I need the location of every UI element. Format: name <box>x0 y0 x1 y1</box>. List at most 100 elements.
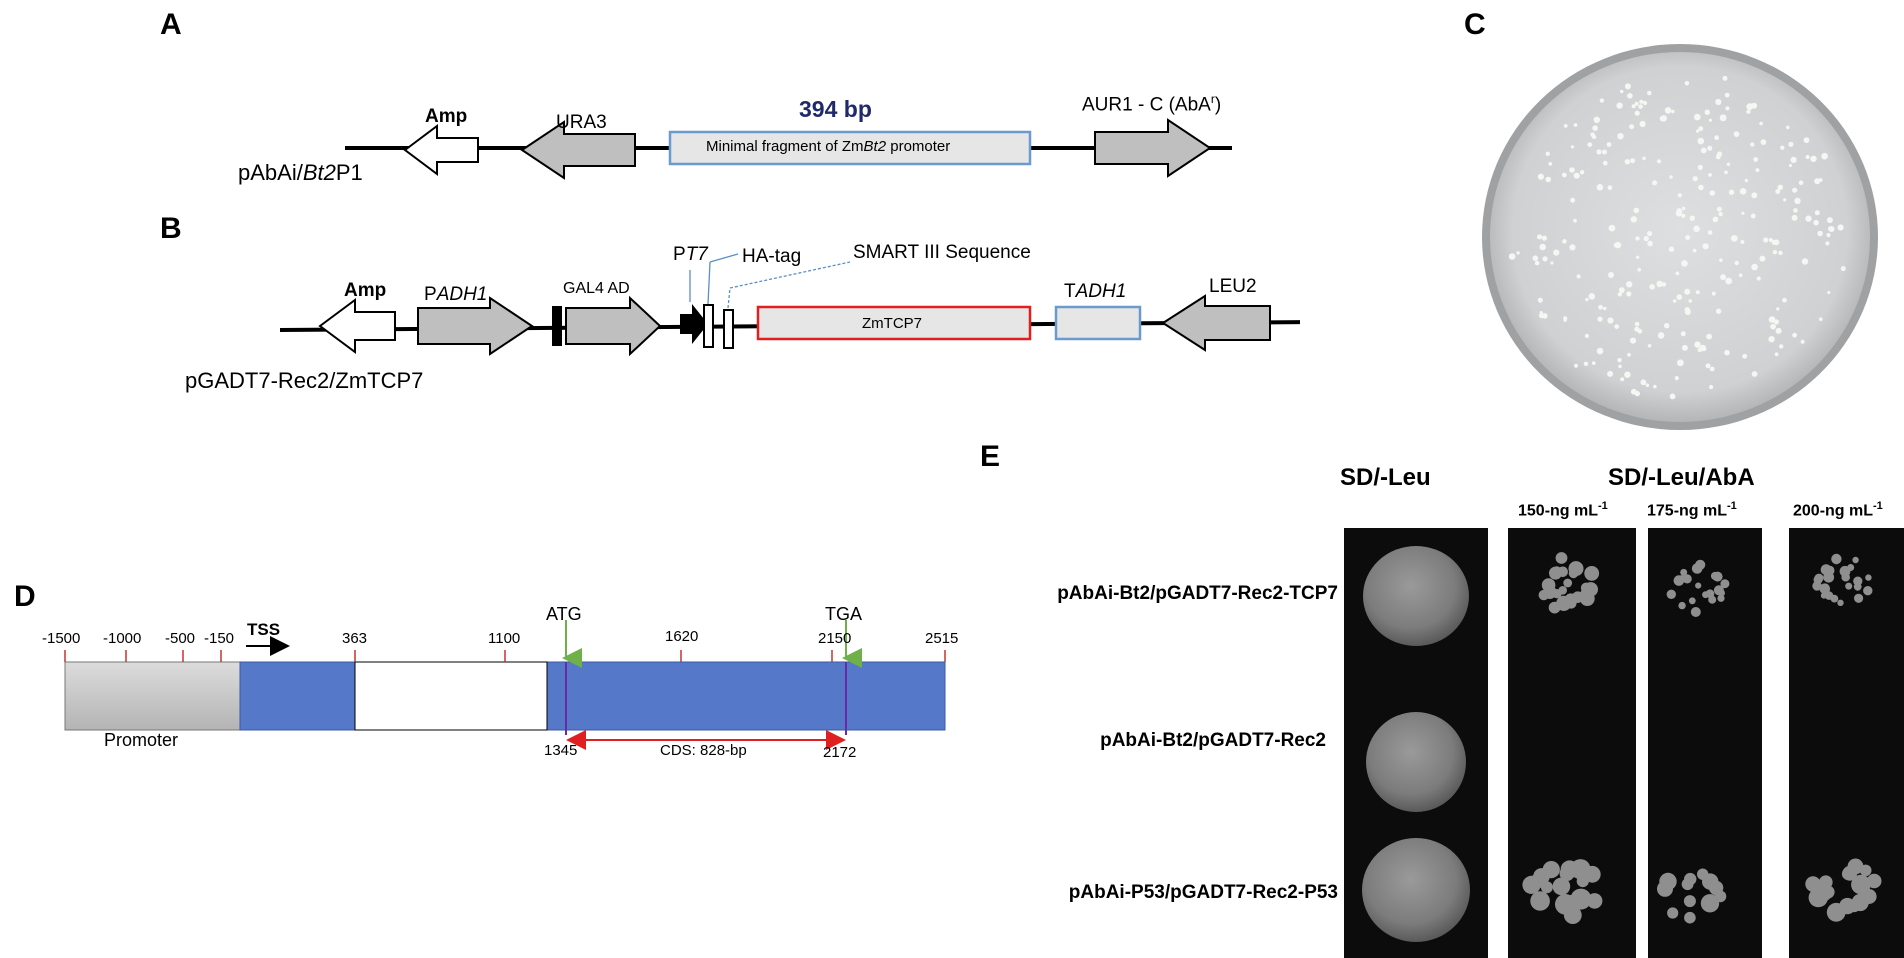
petri-colony <box>1692 176 1698 182</box>
yeast-colony <box>1854 593 1864 603</box>
plasmid-b-smart-leader <box>727 287 731 309</box>
petri-colony <box>1629 124 1635 130</box>
petri-colony <box>1709 384 1714 390</box>
yeast-colony <box>1680 568 1688 576</box>
petri-colony <box>1624 83 1631 90</box>
petri-colony <box>1573 218 1577 223</box>
plasmid-b-hatag-leader <box>707 261 711 305</box>
petri-colony <box>1705 363 1711 369</box>
yeast-colony <box>1690 607 1701 617</box>
petri-colony <box>1591 134 1597 140</box>
plasmid-b-tadh1-label: TADH1 <box>1064 281 1127 302</box>
petri-colony <box>1772 250 1778 255</box>
petri-colony <box>1697 164 1703 170</box>
petri-colony <box>1681 344 1688 351</box>
petri-colony <box>1647 90 1652 96</box>
petri-colony <box>1613 242 1619 248</box>
petri-colony <box>1725 106 1730 111</box>
petri-colony <box>1635 255 1640 259</box>
petri-colony <box>1624 159 1630 165</box>
gene-structure-svg <box>64 620 946 750</box>
petri-colony <box>1563 318 1567 322</box>
concentration-200: 200-ng mL-1 <box>1793 500 1883 520</box>
petri-colony <box>1576 274 1581 279</box>
gene-tick-label-5: 363 <box>342 630 368 647</box>
petri-colony <box>1607 370 1614 377</box>
petri-colony <box>1536 234 1543 240</box>
petri-colony <box>1708 173 1712 177</box>
petri-colony <box>1608 224 1616 232</box>
petri-colony <box>1630 216 1637 223</box>
petri-colony <box>1724 92 1730 98</box>
petri-colony <box>1676 294 1683 300</box>
gene-ticks <box>64 650 946 662</box>
petri-colony <box>1637 267 1641 272</box>
yeast-colony <box>1555 552 1568 564</box>
concentration-175: 175-ng mL-1 <box>1647 500 1737 520</box>
petri-colony <box>1840 266 1846 272</box>
petri-colony <box>1773 319 1779 325</box>
petri-colony <box>1733 131 1740 137</box>
petri-colony <box>1783 198 1787 202</box>
petri-colony <box>1751 263 1758 271</box>
petri-colony <box>1728 189 1735 195</box>
gene-promoter-label: Promoter <box>104 730 179 750</box>
yeast-colony <box>1831 553 1842 565</box>
plasmid-b-amp-label: Amp <box>344 280 387 301</box>
yeast-colony <box>1678 575 1685 582</box>
yeast-colony <box>1691 563 1703 574</box>
yeast-colony <box>1714 890 1727 903</box>
plasmid-a-ura3-label: URA3 <box>556 112 607 133</box>
petri-colony <box>1638 104 1643 109</box>
petri-colony <box>1542 256 1548 262</box>
petri-colony <box>1569 167 1575 173</box>
petri-colony <box>1756 276 1761 281</box>
plasmid-b-black-block <box>552 306 562 346</box>
petri-colony <box>1629 337 1637 344</box>
petri-colony <box>1774 352 1779 357</box>
petri-colony <box>1688 299 1692 303</box>
petri-colony <box>1826 217 1833 224</box>
petri-colony <box>1645 383 1650 388</box>
petri-colony <box>1738 273 1743 278</box>
petri-colony <box>1608 272 1614 278</box>
petri-colony <box>1570 197 1576 203</box>
plasmid-b-smart-label: SMART III Sequence <box>853 242 1031 263</box>
plasmid-a-ura3-arrow <box>520 120 636 180</box>
petri-colony <box>1616 102 1623 109</box>
yeast-colony <box>1683 895 1696 908</box>
petri-colony <box>1750 142 1755 147</box>
petri-colony <box>1635 236 1640 241</box>
petri-colony <box>1693 225 1700 233</box>
petri-colony <box>1719 114 1727 122</box>
petri-colony <box>1563 124 1568 128</box>
petri-colony <box>1708 118 1712 122</box>
petri-colony <box>1800 339 1805 344</box>
petri-colony <box>1803 137 1810 144</box>
plasmid-b-tadh1-box <box>1054 305 1142 341</box>
petri-colony <box>1696 129 1700 133</box>
petri-colony <box>1714 135 1719 141</box>
petri-colony <box>1684 307 1691 313</box>
yeast-colony <box>1700 894 1720 913</box>
petri-colony <box>1657 332 1665 339</box>
petri-colony <box>1633 207 1640 214</box>
plasmid-b-gal4ad-arrow <box>565 295 662 357</box>
petri-colony <box>1647 240 1653 247</box>
petri-colony <box>1792 187 1798 193</box>
petri-colony <box>1707 230 1713 235</box>
panel-letter-d: D <box>14 580 36 613</box>
yeast-colony <box>1705 589 1715 598</box>
petri-colony <box>1627 352 1631 357</box>
yeast-colony <box>1570 888 1592 910</box>
petri-colony <box>1793 208 1798 213</box>
petri-colony <box>1805 215 1812 222</box>
petri-colony <box>1707 145 1713 151</box>
yeast-colony <box>1718 589 1725 597</box>
petri-colony <box>1583 361 1589 366</box>
petri-colony <box>1585 297 1589 302</box>
petri-colony <box>1626 281 1633 288</box>
petri-colony <box>1739 188 1747 195</box>
petri-colony <box>1643 236 1649 242</box>
yeast-colony <box>1682 574 1692 584</box>
